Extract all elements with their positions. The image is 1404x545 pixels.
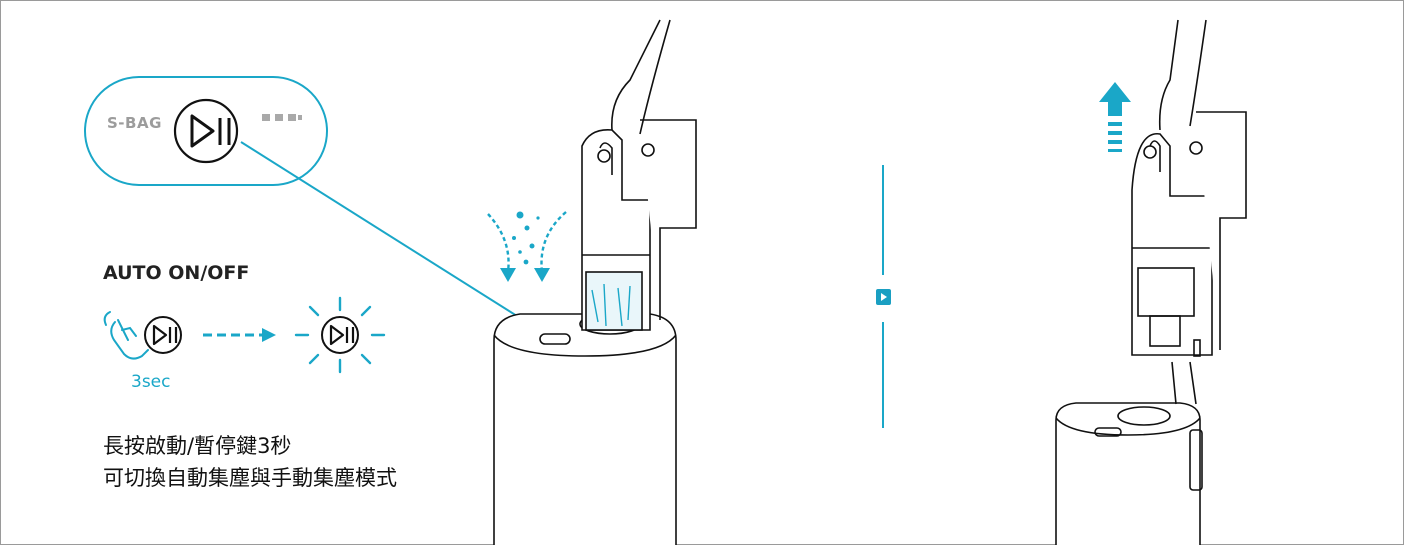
glow-rays-icon <box>294 296 386 374</box>
dust-particles-icon <box>512 211 540 265</box>
play-pause-icon <box>173 98 239 164</box>
cup-dust-lines <box>591 283 631 327</box>
touch-hand-icon <box>103 311 149 360</box>
instruction-line-2: 可切換自動集塵與手動集塵模式 <box>103 466 397 490</box>
mode-button-callout <box>84 76 328 186</box>
dust-station-left <box>493 313 677 545</box>
dashed-arrow-icon <box>203 328 276 342</box>
small-play-pause-icon <box>144 316 182 354</box>
next-arrow-icon[interactable] <box>876 289 891 305</box>
up-arrow-icon <box>1099 82 1131 152</box>
instruction-text: 長按啟動/暫停鍵3秒 可切換自動集塵與手動集塵模式 <box>103 430 397 494</box>
vacuum-body-right <box>1131 19 1247 405</box>
vacuum-body-left <box>581 19 697 331</box>
hold-time-label: 3sec <box>131 372 171 392</box>
lit-play-pause-icon <box>321 316 359 354</box>
instruction-line-1: 長按啟動/暫停鍵3秒 <box>103 434 292 458</box>
dust-station-right <box>1055 402 1203 545</box>
suction-arrows-icon <box>487 211 567 273</box>
auto-mode-title: AUTO ON/OFF <box>103 262 250 284</box>
s-bag-label: S-BAG <box>107 114 162 132</box>
